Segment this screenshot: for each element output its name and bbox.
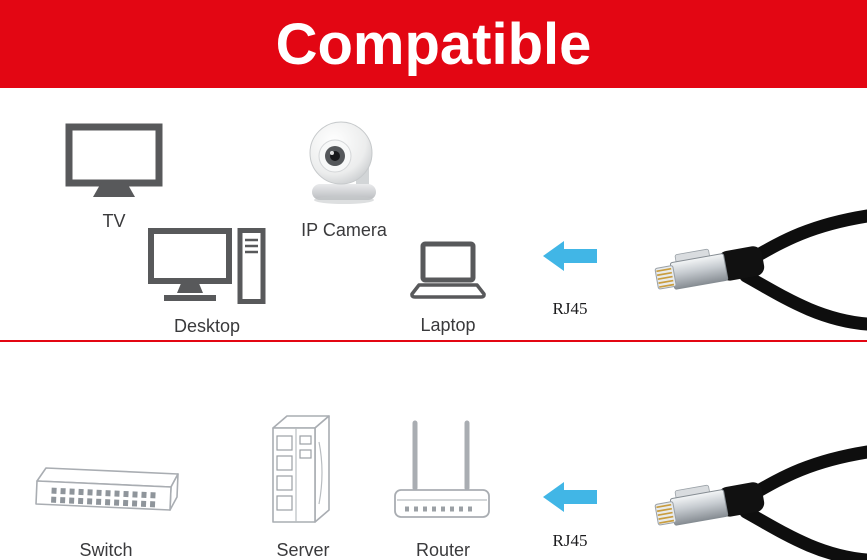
rj45-arrow-bottom — [543, 482, 597, 512]
router-icon — [394, 420, 490, 518]
device-ip-camera: IP Camera — [298, 116, 390, 241]
rj45-connector-icon — [654, 482, 765, 526]
laptop-icon — [410, 241, 486, 299]
device-label: Server — [276, 540, 330, 560]
device-desktop: Desktop — [148, 228, 266, 337]
device-tv: TV — [64, 123, 164, 232]
device-label: Laptop — [420, 315, 476, 335]
desktop-icon — [148, 228, 266, 304]
device-switch: Switch — [30, 456, 182, 560]
device-label: Switch — [79, 540, 133, 560]
device-label: TV — [102, 211, 126, 231]
left-arrow-icon — [543, 241, 597, 271]
device-label: IP Camera — [301, 220, 387, 240]
device-laptop: Laptop — [410, 241, 486, 336]
tv-icon — [65, 123, 163, 197]
section-divider — [0, 340, 867, 342]
device-router: Router — [393, 418, 493, 560]
rj45-label-bottom: RJ45 — [552, 531, 588, 550]
ip-camera-icon — [309, 121, 376, 204]
rj45-label-top: RJ45 — [552, 299, 588, 318]
page-title: Compatible — [275, 11, 592, 77]
ethernet-cable-photo-top — [654, 209, 867, 331]
device-label: Router — [415, 540, 471, 560]
switch-icon — [35, 467, 179, 511]
server-icon — [272, 415, 330, 523]
rj45-connector-icon — [654, 246, 765, 290]
device-server: Server — [263, 412, 343, 560]
rj45-arrow-top — [543, 241, 597, 271]
device-label: Desktop — [173, 316, 241, 336]
ethernet-cable-photo-bottom — [654, 445, 867, 560]
banner: Compatible — [0, 0, 867, 88]
left-arrow-icon — [543, 482, 597, 512]
